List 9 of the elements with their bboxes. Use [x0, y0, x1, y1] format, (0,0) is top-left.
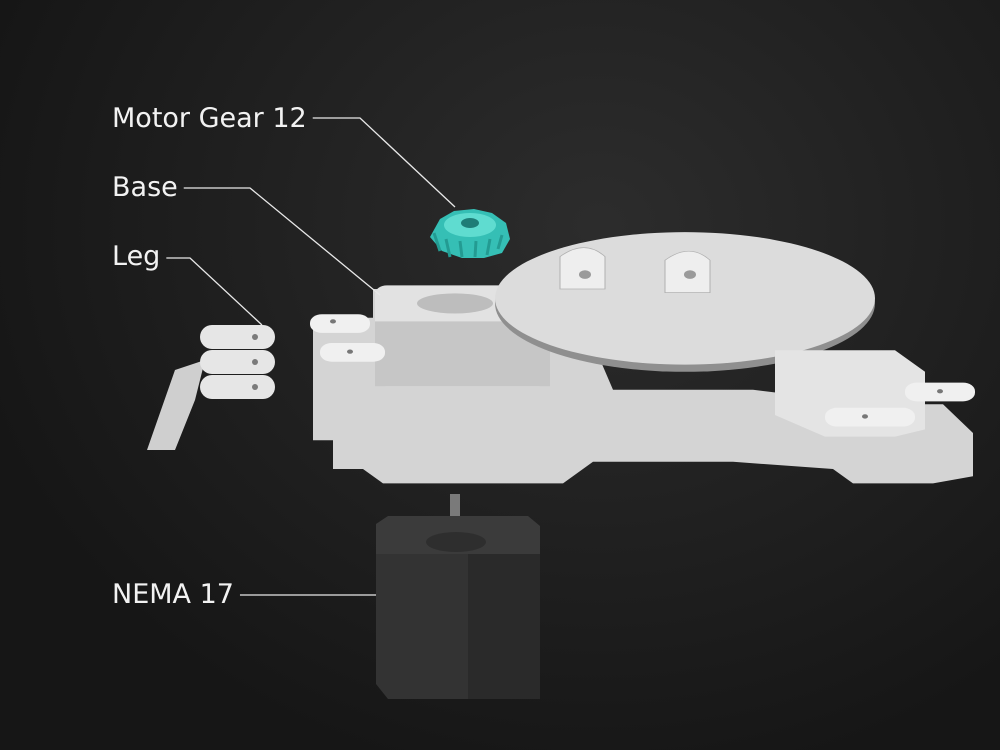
leader-line [240, 594, 376, 596]
leader-line [184, 187, 380, 296]
part-label: NEMA 17 [112, 579, 234, 611]
part-label: Leg [112, 241, 160, 273]
leader-line [312, 117, 456, 208]
leader-line [166, 257, 262, 326]
gear-drawing [428, 207, 512, 259]
part-label: Base [112, 172, 178, 204]
part-label: Motor Gear 12 [112, 103, 307, 135]
